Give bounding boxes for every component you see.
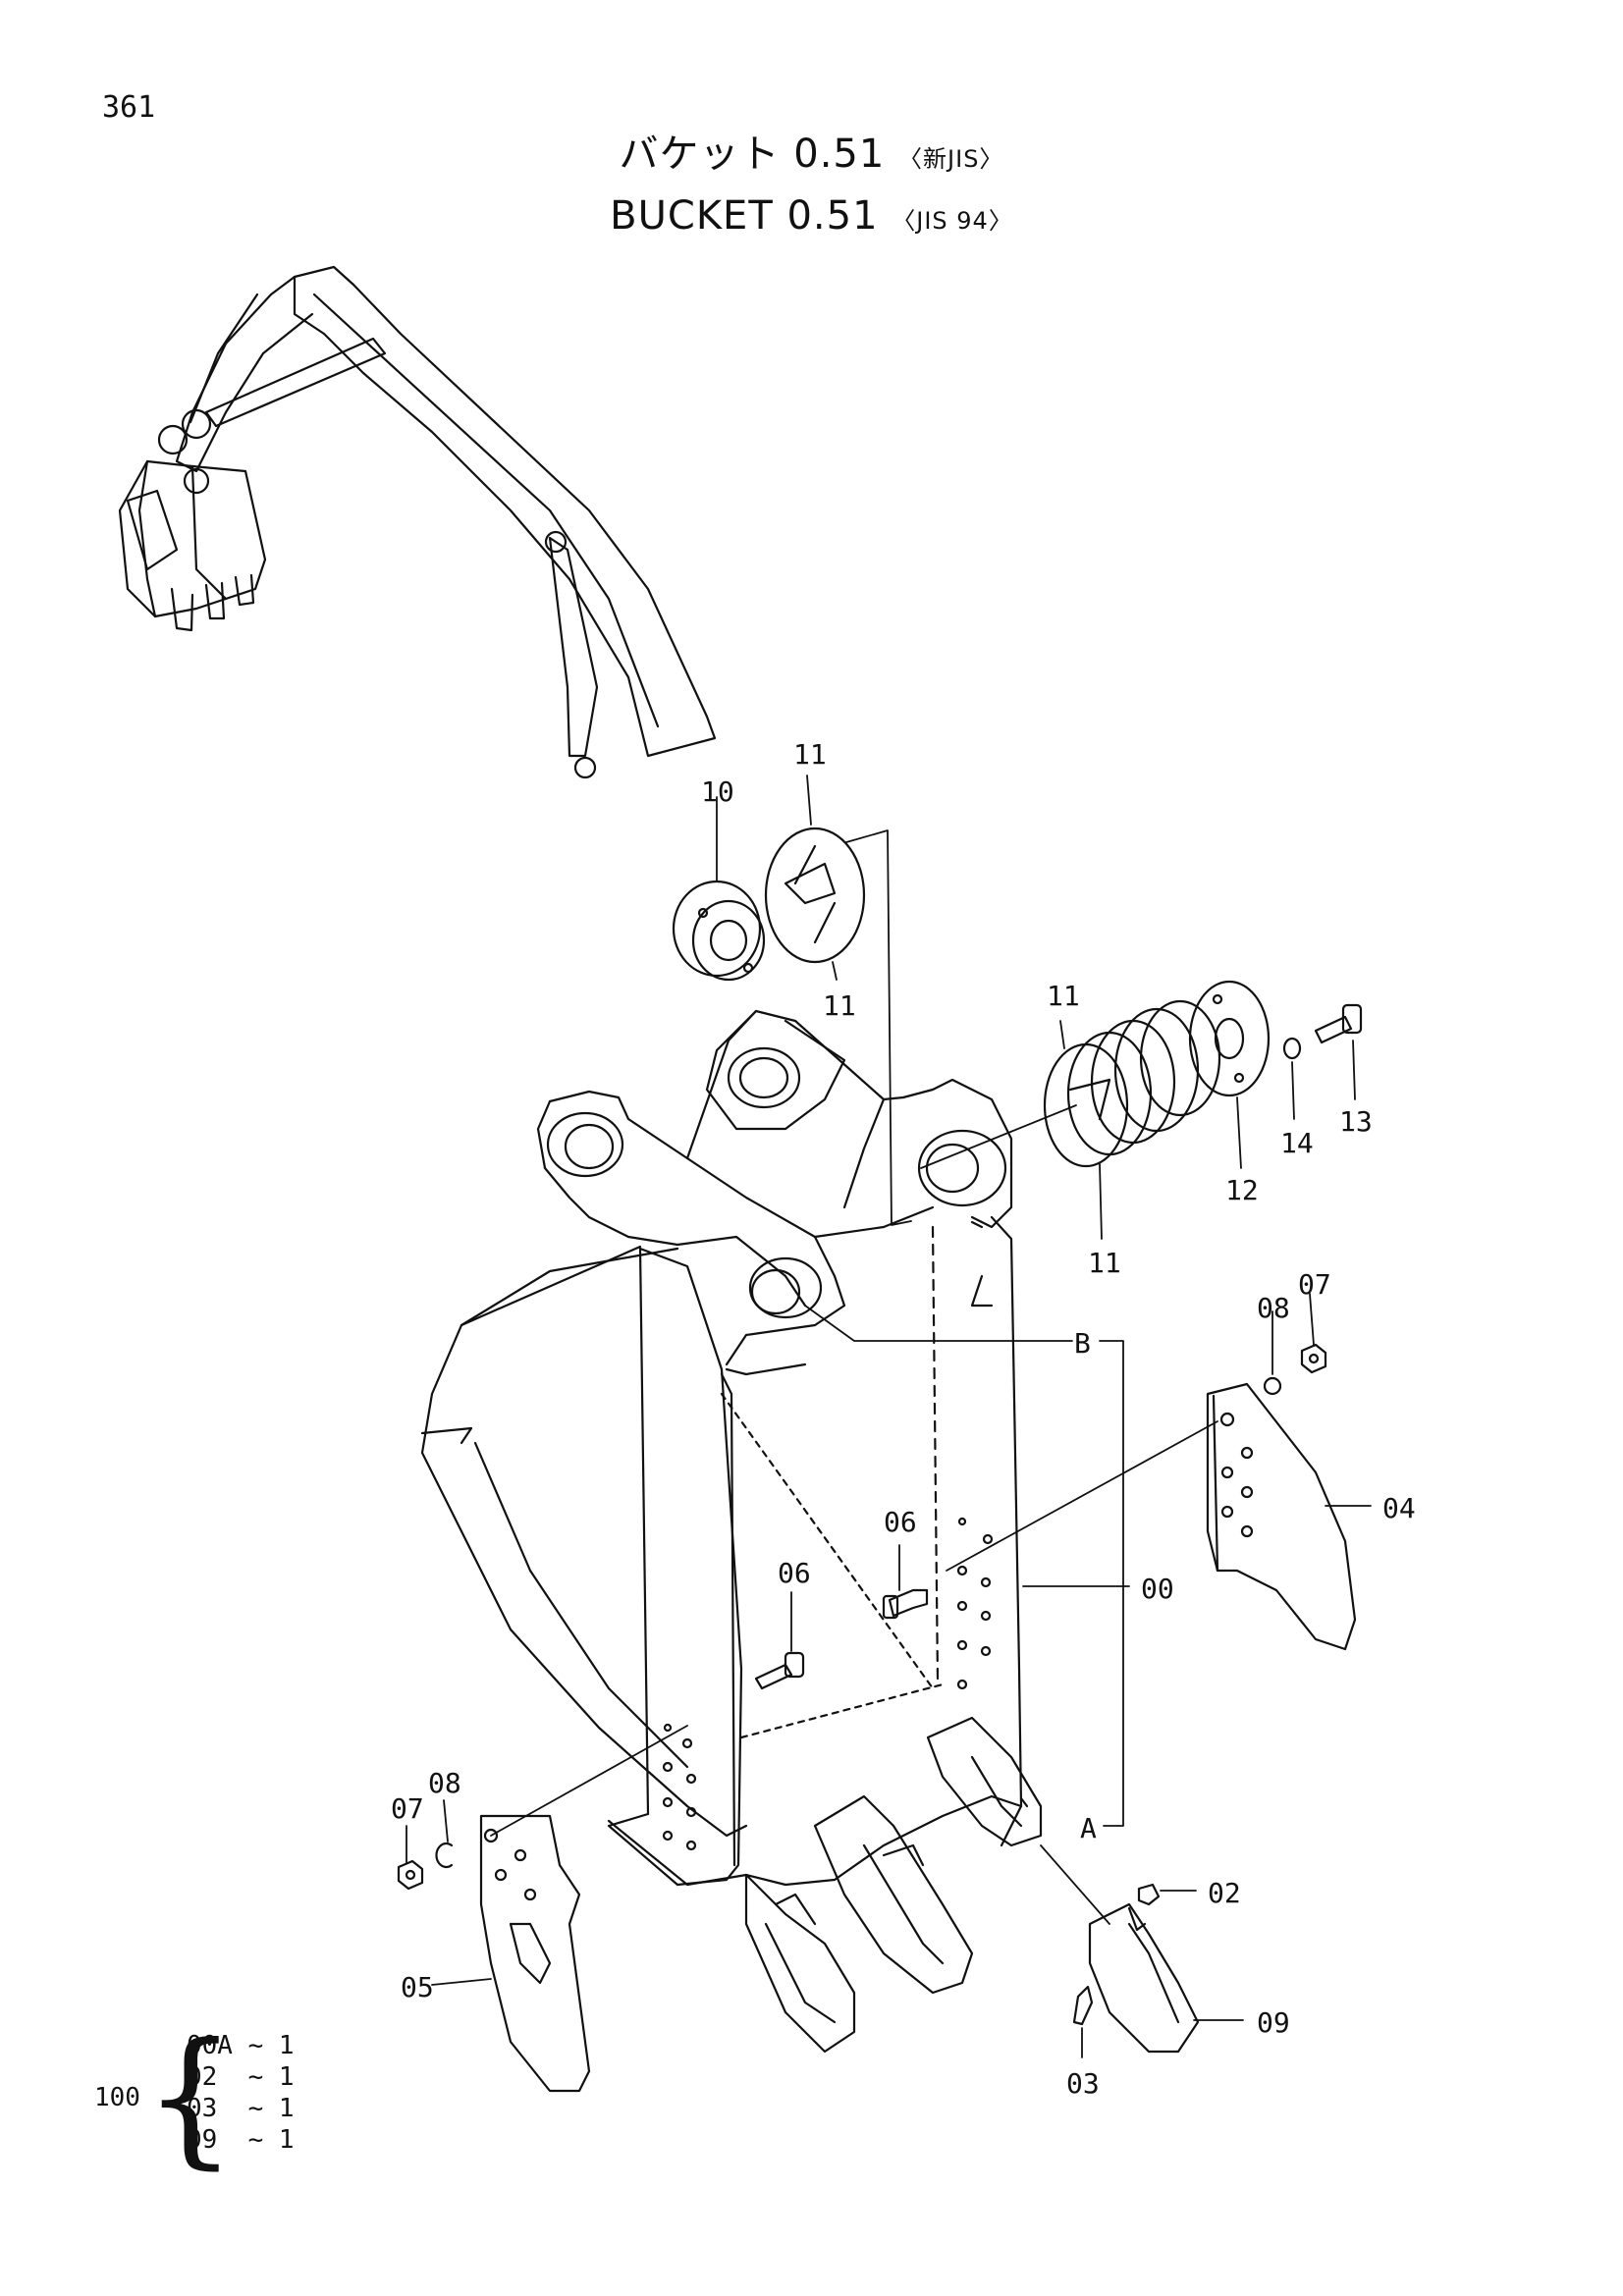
part-label-11: 11 <box>823 989 856 1022</box>
part-label-11: 11 <box>1088 1247 1121 1279</box>
part-label-11: 11 <box>793 738 827 771</box>
kit-row: 00A ~ 1 <box>187 2031 295 2060</box>
kit-id: 100 <box>94 2083 140 2112</box>
washer-08-left-illustration <box>435 1842 454 1869</box>
part-label-02: 02 <box>1208 1877 1241 1909</box>
lock-02-illustration <box>1137 1883 1161 1906</box>
washer-14-illustration <box>1282 1037 1302 1060</box>
side-cutter-05-illustration <box>479 1814 591 2093</box>
tooth-09-illustration <box>1088 1902 1200 2054</box>
pin-03-illustration <box>1072 1985 1094 2026</box>
bolt-06-right-illustration <box>882 1588 929 1620</box>
part-label-13: 13 <box>1339 1105 1373 1138</box>
leader-lines <box>406 774 1372 2058</box>
side-cutter-04-illustration <box>1206 1382 1357 1651</box>
part-label-14: 14 <box>1280 1127 1314 1159</box>
shim-11-upper-illustration <box>764 827 866 964</box>
title-block: バケット 0.51 〈新JIS〉 BUCKET 0.51 〈JIS 94〉 <box>0 126 1623 249</box>
part-label-07: 07 <box>1298 1268 1331 1301</box>
part-label-10: 10 <box>701 775 734 808</box>
plate-12-illustration <box>1188 980 1271 1097</box>
part-label-05: 05 <box>401 1971 434 2003</box>
part-label-04: 04 <box>1382 1492 1416 1524</box>
part-label-08: 08 <box>1257 1292 1290 1324</box>
ref-label-a: A <box>1080 1812 1097 1844</box>
title-english-text: BUCKET 0.51 <box>610 193 879 239</box>
title-japanese-note: 〈新JIS〉 <box>898 145 1004 173</box>
bolt-holes-right <box>956 1517 994 1690</box>
part-label-06: 06 <box>778 1557 811 1589</box>
title-japanese-text: バケット 0.51 <box>619 132 886 177</box>
washer-10-illustration <box>672 880 766 982</box>
part-label-03: 03 <box>1066 2067 1100 2100</box>
title-english: BUCKET 0.51 〈JIS 94〉 <box>0 187 1623 249</box>
part-label-09: 09 <box>1257 2006 1290 2039</box>
title-japanese: バケット 0.51 〈新JIS〉 <box>0 126 1623 187</box>
kit-row: 03 ~ 1 <box>187 2094 295 2123</box>
washer-08-right-illustration <box>1263 1376 1282 1396</box>
page-number: 361 <box>102 90 156 125</box>
title-english-note: 〈JIS 94〉 <box>892 207 1013 235</box>
part-label-11: 11 <box>1047 980 1080 1012</box>
bolt-13-illustration <box>1314 1003 1363 1044</box>
excavator-overview-illustration <box>118 265 717 779</box>
part-label-06: 06 <box>884 1506 917 1538</box>
kit-row: 09 ~ 1 <box>187 2125 295 2155</box>
part-label-00: 00 <box>1141 1573 1174 1605</box>
bolt-06-left-illustration <box>754 1651 805 1690</box>
part-label-08: 08 <box>428 1767 461 1799</box>
nut-07-right-illustration <box>1300 1343 1327 1374</box>
kit-row: 02 ~ 1 <box>187 2062 295 2092</box>
bolt-holes-left <box>662 1723 697 1851</box>
kit-lines: 00A ~ 1 02 ~ 1 03 ~ 1 09 ~ 1 <box>187 2030 295 2156</box>
ref-label-b: B <box>1074 1327 1091 1360</box>
kit-brace: { <box>143 2012 238 2183</box>
part-label-12: 12 <box>1225 1174 1259 1206</box>
part-label-07: 07 <box>391 1792 424 1825</box>
nut-07-left-illustration <box>397 1859 424 1891</box>
bucket-body-illustration <box>420 1009 1043 2054</box>
shim-11-stack-illustration <box>1043 999 1221 1168</box>
